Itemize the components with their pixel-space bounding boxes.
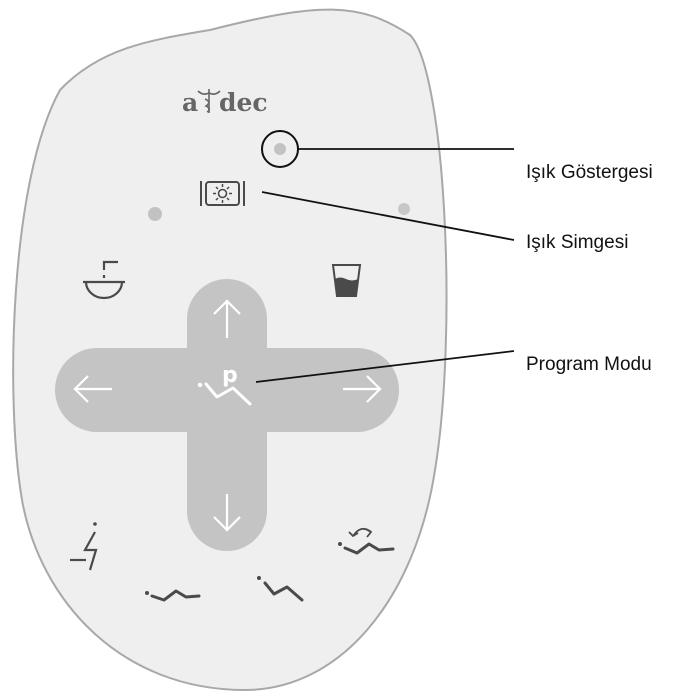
callout-label-light-icon: Işık Simgesi bbox=[526, 232, 629, 253]
callout-label-light-indicator: Işık Göstergesi bbox=[526, 162, 653, 183]
cuspidor-flush-icon[interactable] bbox=[83, 260, 125, 300]
arrow-right-icon[interactable] bbox=[343, 375, 382, 403]
callout-line-program-mode bbox=[255, 350, 515, 383]
entry-exit-position-icon[interactable] bbox=[145, 589, 201, 602]
logo-suffix: dec bbox=[219, 88, 268, 117]
program-letter: p bbox=[222, 363, 238, 388]
light-indicator bbox=[274, 143, 286, 155]
arrow-down-icon[interactable] bbox=[213, 494, 241, 532]
callout-label-program-mode: Program Modu bbox=[526, 354, 652, 375]
callout-line-light-icon bbox=[261, 191, 515, 241]
arrow-up-icon[interactable] bbox=[213, 299, 241, 338]
left-indicator-light bbox=[148, 207, 162, 221]
cup-fill-icon[interactable] bbox=[331, 264, 362, 297]
adec-logo: a dec bbox=[182, 88, 268, 117]
arrow-left-icon[interactable] bbox=[73, 375, 112, 403]
light-toggle-icon[interactable] bbox=[200, 181, 245, 206]
last-position-icon[interactable] bbox=[338, 527, 395, 555]
x-ray-position-icon[interactable] bbox=[70, 522, 98, 571]
right-indicator-light bbox=[398, 203, 410, 215]
caduceus-icon bbox=[197, 89, 221, 113]
treatment-position-icon[interactable] bbox=[257, 576, 304, 602]
logo-prefix: a bbox=[182, 88, 198, 117]
program-mode-icon[interactable]: p bbox=[197, 363, 252, 406]
